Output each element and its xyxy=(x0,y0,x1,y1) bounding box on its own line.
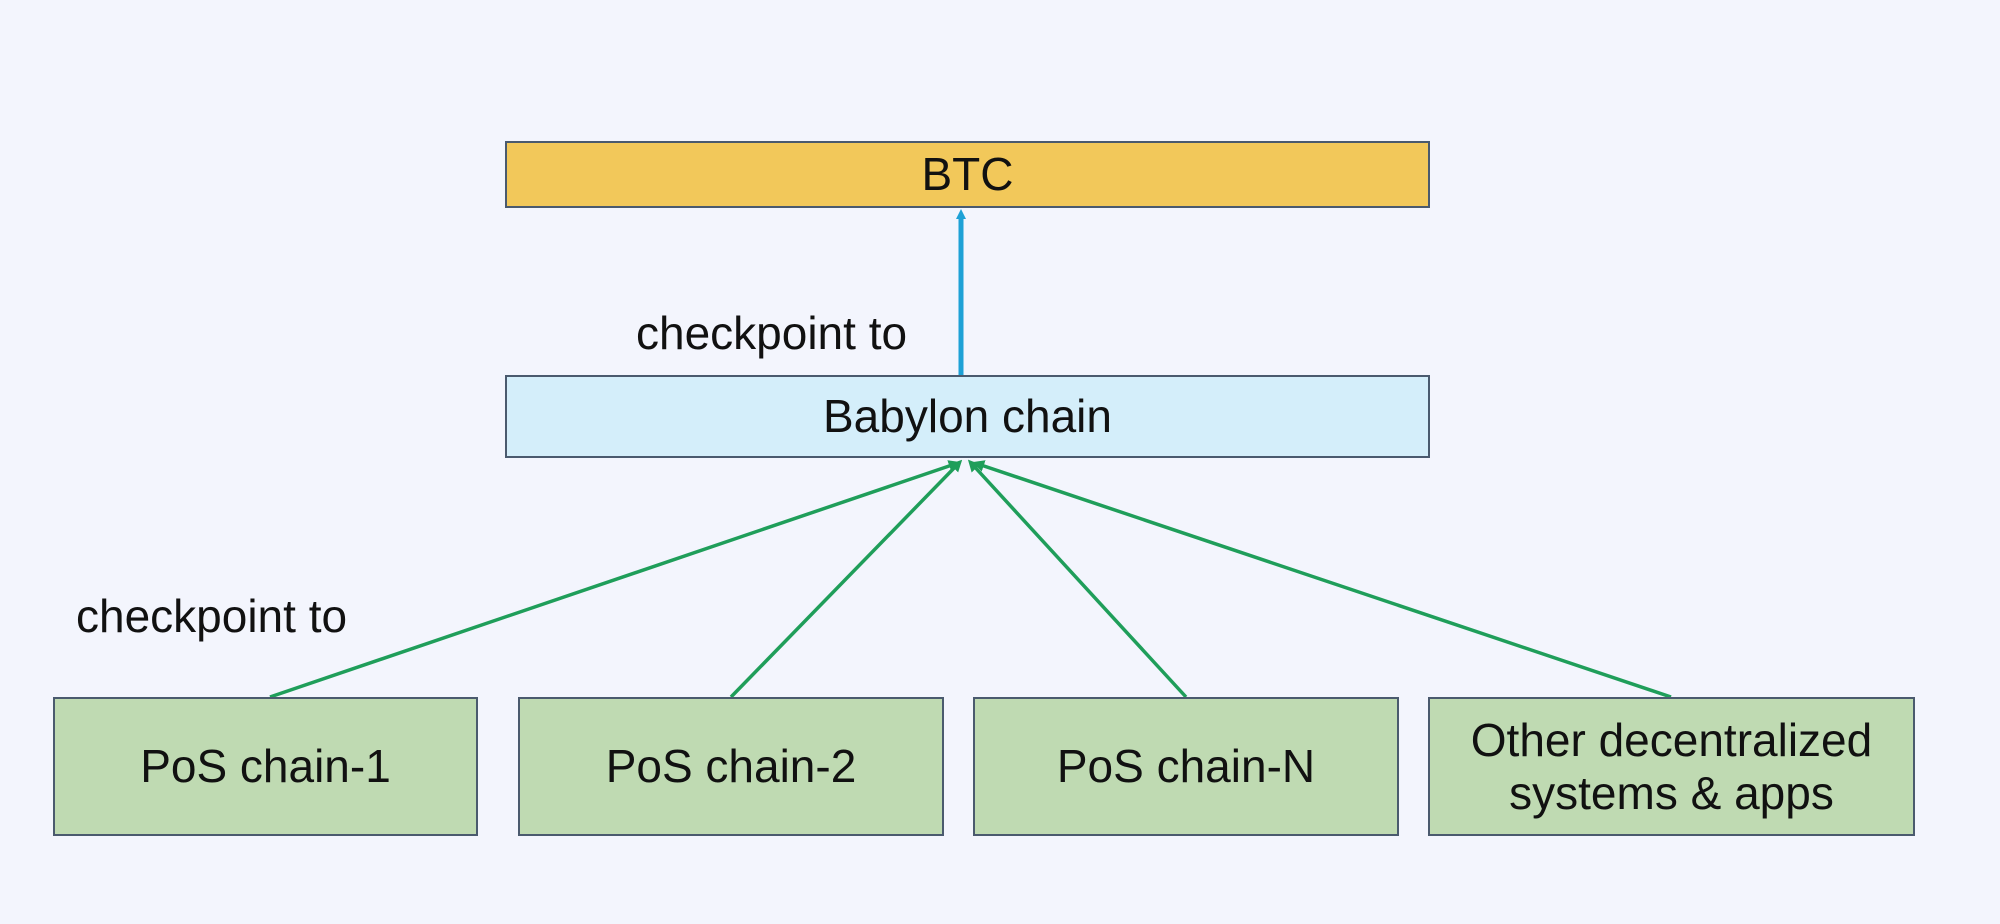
babylon-chain-node-label: Babylon chain xyxy=(823,390,1112,443)
edge-pos-chain-n-to-babylon xyxy=(967,459,1188,699)
pos-chain-2-label: PoS chain-2 xyxy=(605,740,857,793)
pos-chain-1-node: PoS chain-1 xyxy=(53,697,478,836)
pos-chain-n-node: PoS chain-N xyxy=(973,697,1399,836)
pos-chain-n-label: PoS chain-N xyxy=(1056,740,1316,793)
babylon-chain-node: Babylon chain xyxy=(505,375,1430,458)
edge-pos-chain-2-to-babylon xyxy=(729,459,963,699)
checkpoint-to-label-babylon: checkpoint to xyxy=(636,307,908,359)
btc-node-label: BTC xyxy=(921,148,1014,201)
checkpoint-to-label-chains: checkpoint to xyxy=(76,590,348,642)
other-decentralized-systems-node: Other decentralized systems & apps xyxy=(1428,697,1915,836)
pos-chain-2-node: PoS chain-2 xyxy=(518,697,944,836)
other-systems-label-line-2: systems & apps xyxy=(1509,766,1834,819)
other-systems-label-line-1: Other decentralized xyxy=(1470,713,1873,766)
btc-node: BTC xyxy=(505,141,1430,208)
edge-other-to-babylon xyxy=(972,460,1672,699)
pos-chain-1-label: PoS chain-1 xyxy=(140,740,391,793)
edge-pos-chain-1-to-babylon xyxy=(269,460,961,699)
